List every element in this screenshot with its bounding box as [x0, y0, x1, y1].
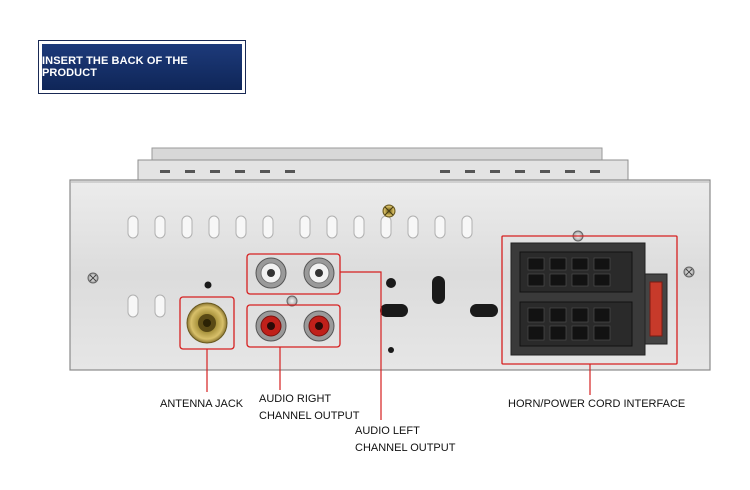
audio-right-highlight	[246, 304, 341, 348]
iso-connector	[510, 242, 668, 356]
audio-right-line1: AUDIO RIGHT	[259, 393, 332, 405]
title-banner: INSERT THE BACK OF THE PRODUCT	[38, 40, 246, 94]
antenna-jack	[186, 302, 228, 344]
rca-white-top	[255, 257, 335, 289]
audio-left-line2: CHANNEL OUTPUT	[355, 442, 456, 454]
rca-red-bottom	[255, 310, 335, 342]
callout-lines	[206, 271, 591, 420]
screws	[87, 204, 695, 307]
banner-title: INSERT THE BACK OF THE PRODUCT	[42, 44, 242, 90]
audio-left-label: AUDIO LEFT CHANNEL OUTPUT	[355, 423, 455, 457]
panel-holes	[204, 276, 498, 353]
audio-left-line1: AUDIO LEFT	[355, 425, 420, 437]
audio-left-highlight	[246, 253, 341, 295]
vent-slots	[127, 215, 473, 318]
audio-right-label: AUDIO RIGHT CHANNEL OUTPUT	[259, 391, 359, 425]
horn-power-label: HORN/POWER CORD INTERFACE	[508, 398, 686, 410]
top-housing	[137, 147, 629, 181]
audio-right-line2: CHANNEL OUTPUT	[259, 410, 360, 422]
antenna-jack-label: ANTENNA JACK	[160, 398, 244, 410]
